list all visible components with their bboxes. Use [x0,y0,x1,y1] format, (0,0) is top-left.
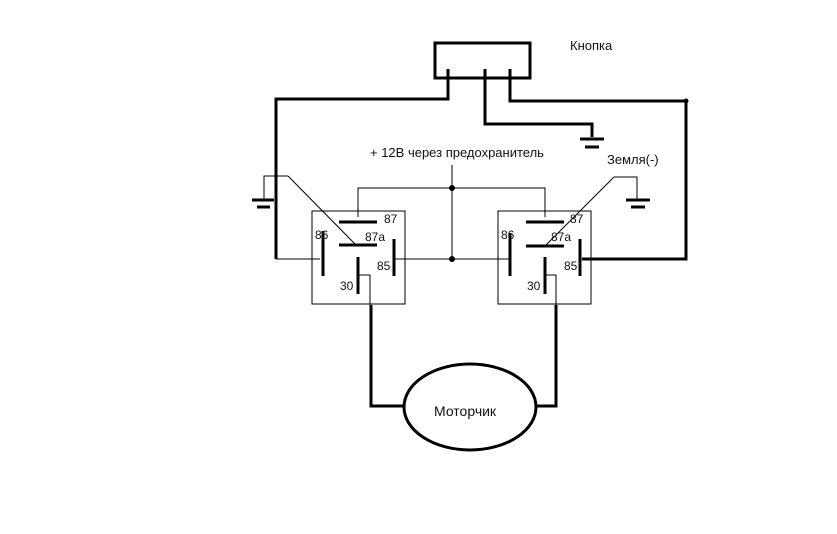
right-relay: 87 87a 86 85 30 [497,210,592,320]
ground-symbol-button [580,137,604,149]
left-relay: 87 87a 86 85 30 [311,210,406,320]
junction-dot [449,185,455,191]
motor-label: Моторчик [434,403,497,419]
pin-86-label: 86 [501,228,515,242]
pin-87a-label: 87a [365,230,385,244]
pin-85-label: 85 [564,259,578,273]
supply-wires [276,165,546,260]
pin-87-label: 87 [384,212,398,226]
pin-30-label: 30 [527,279,541,293]
ground-label: Земля(-) [607,152,659,167]
supply-label: + 12В через предохранитель [370,145,544,160]
button-label: Кнопка [570,38,613,53]
pin-87-label: 87 [570,212,584,226]
junction-dot [683,98,689,104]
motor [402,362,538,452]
junction-dot [449,256,455,262]
motor-wires [369,307,558,408]
pin-85-label: 85 [377,259,391,273]
pin-87a-label: 87a [551,230,571,244]
button-box [433,41,532,80]
pin-86-label: 86 [315,228,329,242]
pin-30-label: 30 [340,279,354,293]
